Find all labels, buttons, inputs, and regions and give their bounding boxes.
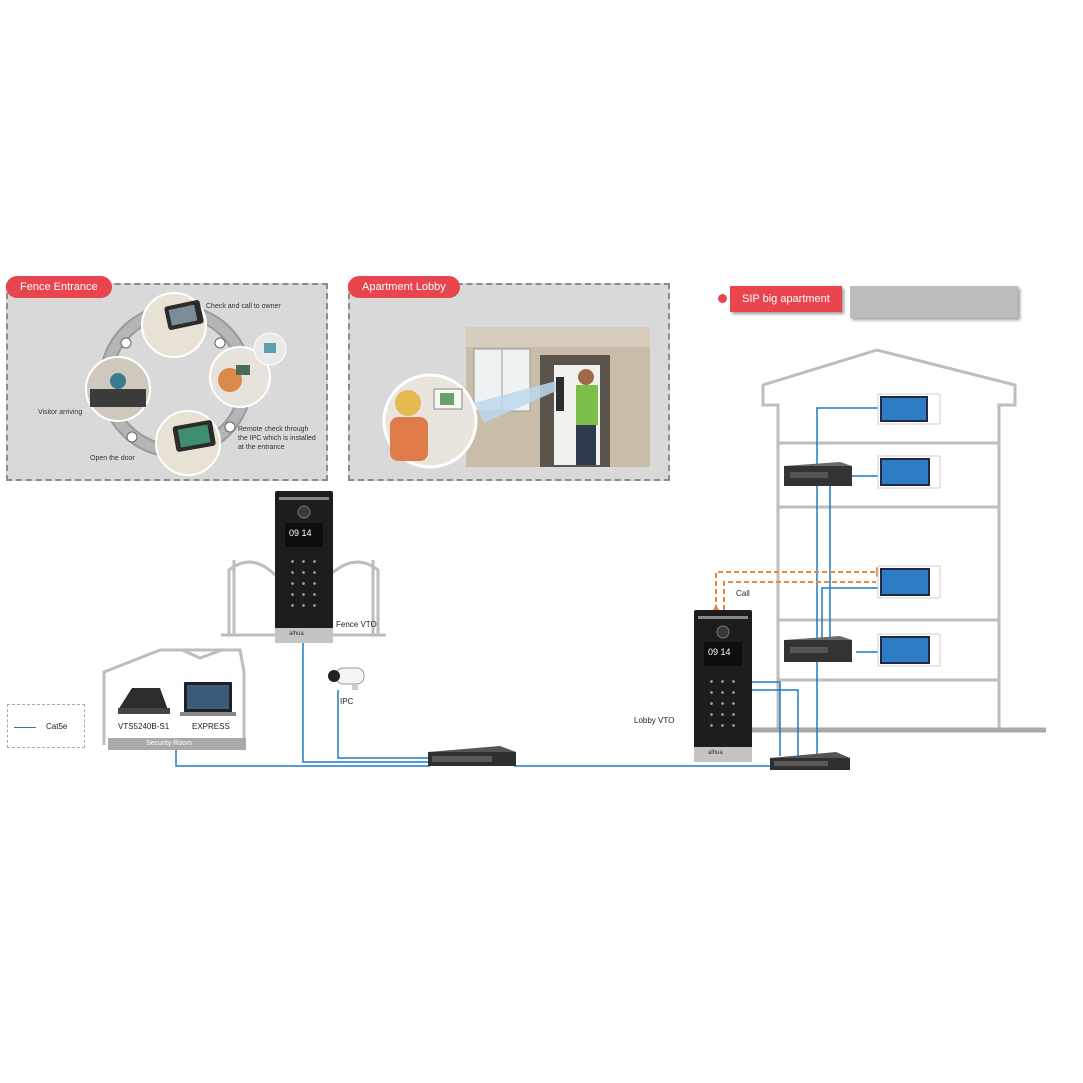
vts-label: VTS5240B-S1 xyxy=(118,722,170,731)
lobby-vto-minute: 14 xyxy=(720,647,731,657)
step-open-door: Open the door xyxy=(90,455,135,462)
lobby-illustration xyxy=(382,327,650,469)
security-room-label: Security Room xyxy=(146,740,192,747)
fence-entrance-panel: Check and call to owner Visitor arriving… xyxy=(6,283,328,481)
lobby-vto-time: 09 14 xyxy=(708,647,731,657)
fence-vto-minute: 14 xyxy=(301,528,312,538)
security-room-bar xyxy=(108,738,246,750)
apartment-lobby-panel xyxy=(348,283,670,481)
apartment-lobby-title: Apartment Lobby xyxy=(348,276,460,298)
lobby-vto-keypad xyxy=(706,676,740,732)
legend-cat5e-line xyxy=(14,727,36,728)
fence-vto-time: 09 14 xyxy=(289,528,312,538)
lobby-vto-hour: 09 xyxy=(708,647,719,657)
express-label: EXPRESS xyxy=(192,722,230,731)
ipc-camera xyxy=(328,667,365,690)
sip-header-dot xyxy=(718,294,727,303)
step-check-call: Check and call to owner xyxy=(206,303,281,310)
lobby-vto-brand: alhua xyxy=(708,750,723,756)
call-label: Call xyxy=(736,589,750,598)
fence-vto-brand: alhua xyxy=(289,631,304,637)
fence-vto-keypad xyxy=(287,556,321,612)
ipc-label: IPC xyxy=(340,697,354,706)
step-remote-check-1: Remote check through xyxy=(238,426,309,433)
cat5e-cables xyxy=(175,407,878,767)
floor-switch-2 xyxy=(784,636,852,662)
step-visitor-arriving: Visitor arriving xyxy=(38,409,83,416)
legend-box: Cat5e xyxy=(7,704,85,748)
fence-entrance-illustration xyxy=(85,292,287,476)
express-laptop xyxy=(180,682,236,716)
call-arrows xyxy=(715,571,876,610)
vts-desk-station xyxy=(118,688,170,714)
core-switch xyxy=(428,746,516,766)
sip-header-bar xyxy=(850,286,1018,318)
sip-header-title: SIP big apartment xyxy=(730,286,842,312)
indoor-monitors xyxy=(877,393,941,667)
step-remote-check-3: at the entrance xyxy=(238,444,285,451)
lobby-vto-label: Lobby VTO xyxy=(634,716,675,725)
fence-vto-hour: 09 xyxy=(289,528,300,538)
security-room-house xyxy=(102,648,246,745)
fence-entrance-title: Fence Entrance xyxy=(6,276,112,298)
legend-cat5e-label: Cat5e xyxy=(46,722,68,731)
floor-switch-1 xyxy=(784,462,852,486)
step-remote-check-2: the IPC which is installed xyxy=(238,435,316,442)
fence-vto-label: Fence VTO xyxy=(336,620,377,629)
building-switch xyxy=(770,752,850,770)
